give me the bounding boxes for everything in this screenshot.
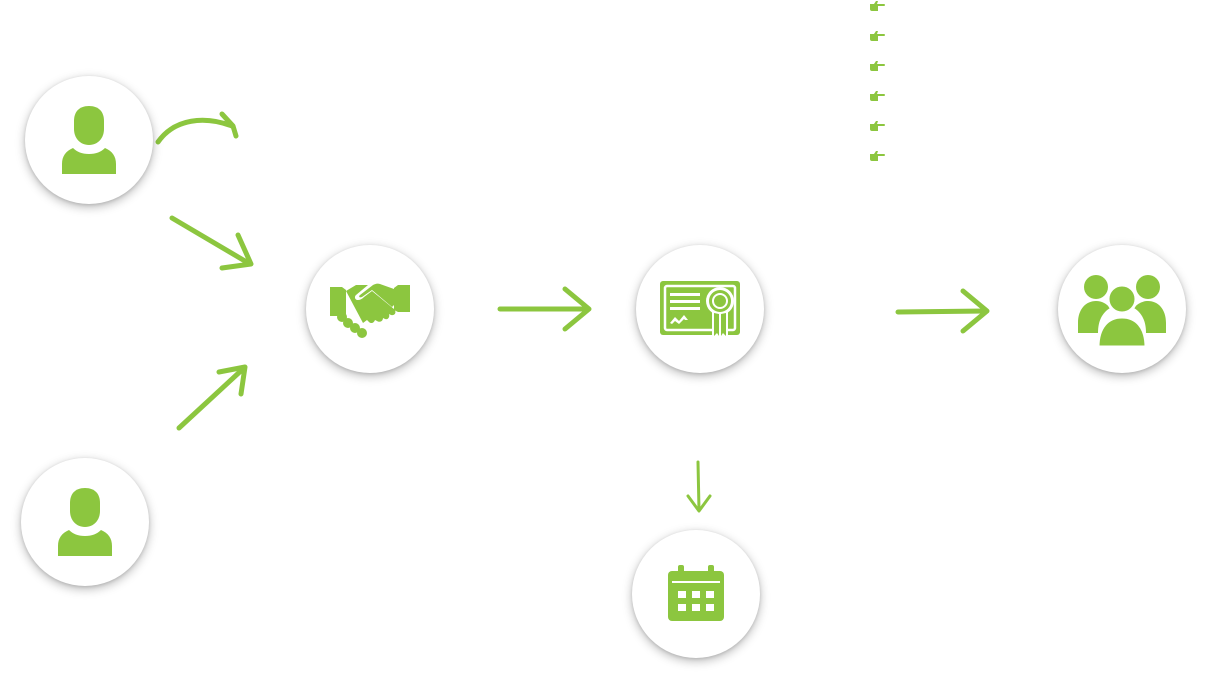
- node-person-top: [25, 76, 153, 204]
- pointing-hand-icon: [868, 60, 886, 74]
- pointing-hand-icon: [868, 90, 886, 104]
- group-icon: [1078, 275, 1166, 349]
- node-certificate: [636, 245, 764, 373]
- arrow-agreement-to-certificate: [497, 286, 592, 332]
- pointing-hand-icon: [868, 30, 886, 44]
- pointing-hand-icon: [868, 0, 886, 14]
- calendar-icon: [668, 565, 724, 621]
- handshake-icon: [330, 283, 410, 338]
- arrow-person-top-to-agreement: [169, 215, 254, 271]
- node-group: [1058, 245, 1186, 373]
- person-icon: [62, 106, 116, 174]
- arrow-certificate-to-calendar: [686, 460, 712, 513]
- node-agreement: [306, 245, 434, 373]
- node-calendar: [632, 530, 760, 658]
- arrow-certificate-to-group: [895, 288, 990, 334]
- person-icon: [58, 488, 112, 556]
- arrow-person-bottom-to-agreement: [176, 364, 248, 431]
- curved-arrow: [155, 111, 239, 145]
- node-person-bottom: [21, 458, 149, 586]
- pointing-hand-icon: [868, 150, 886, 164]
- pointing-hand-icon: [868, 120, 886, 134]
- certificate-icon: [660, 281, 740, 341]
